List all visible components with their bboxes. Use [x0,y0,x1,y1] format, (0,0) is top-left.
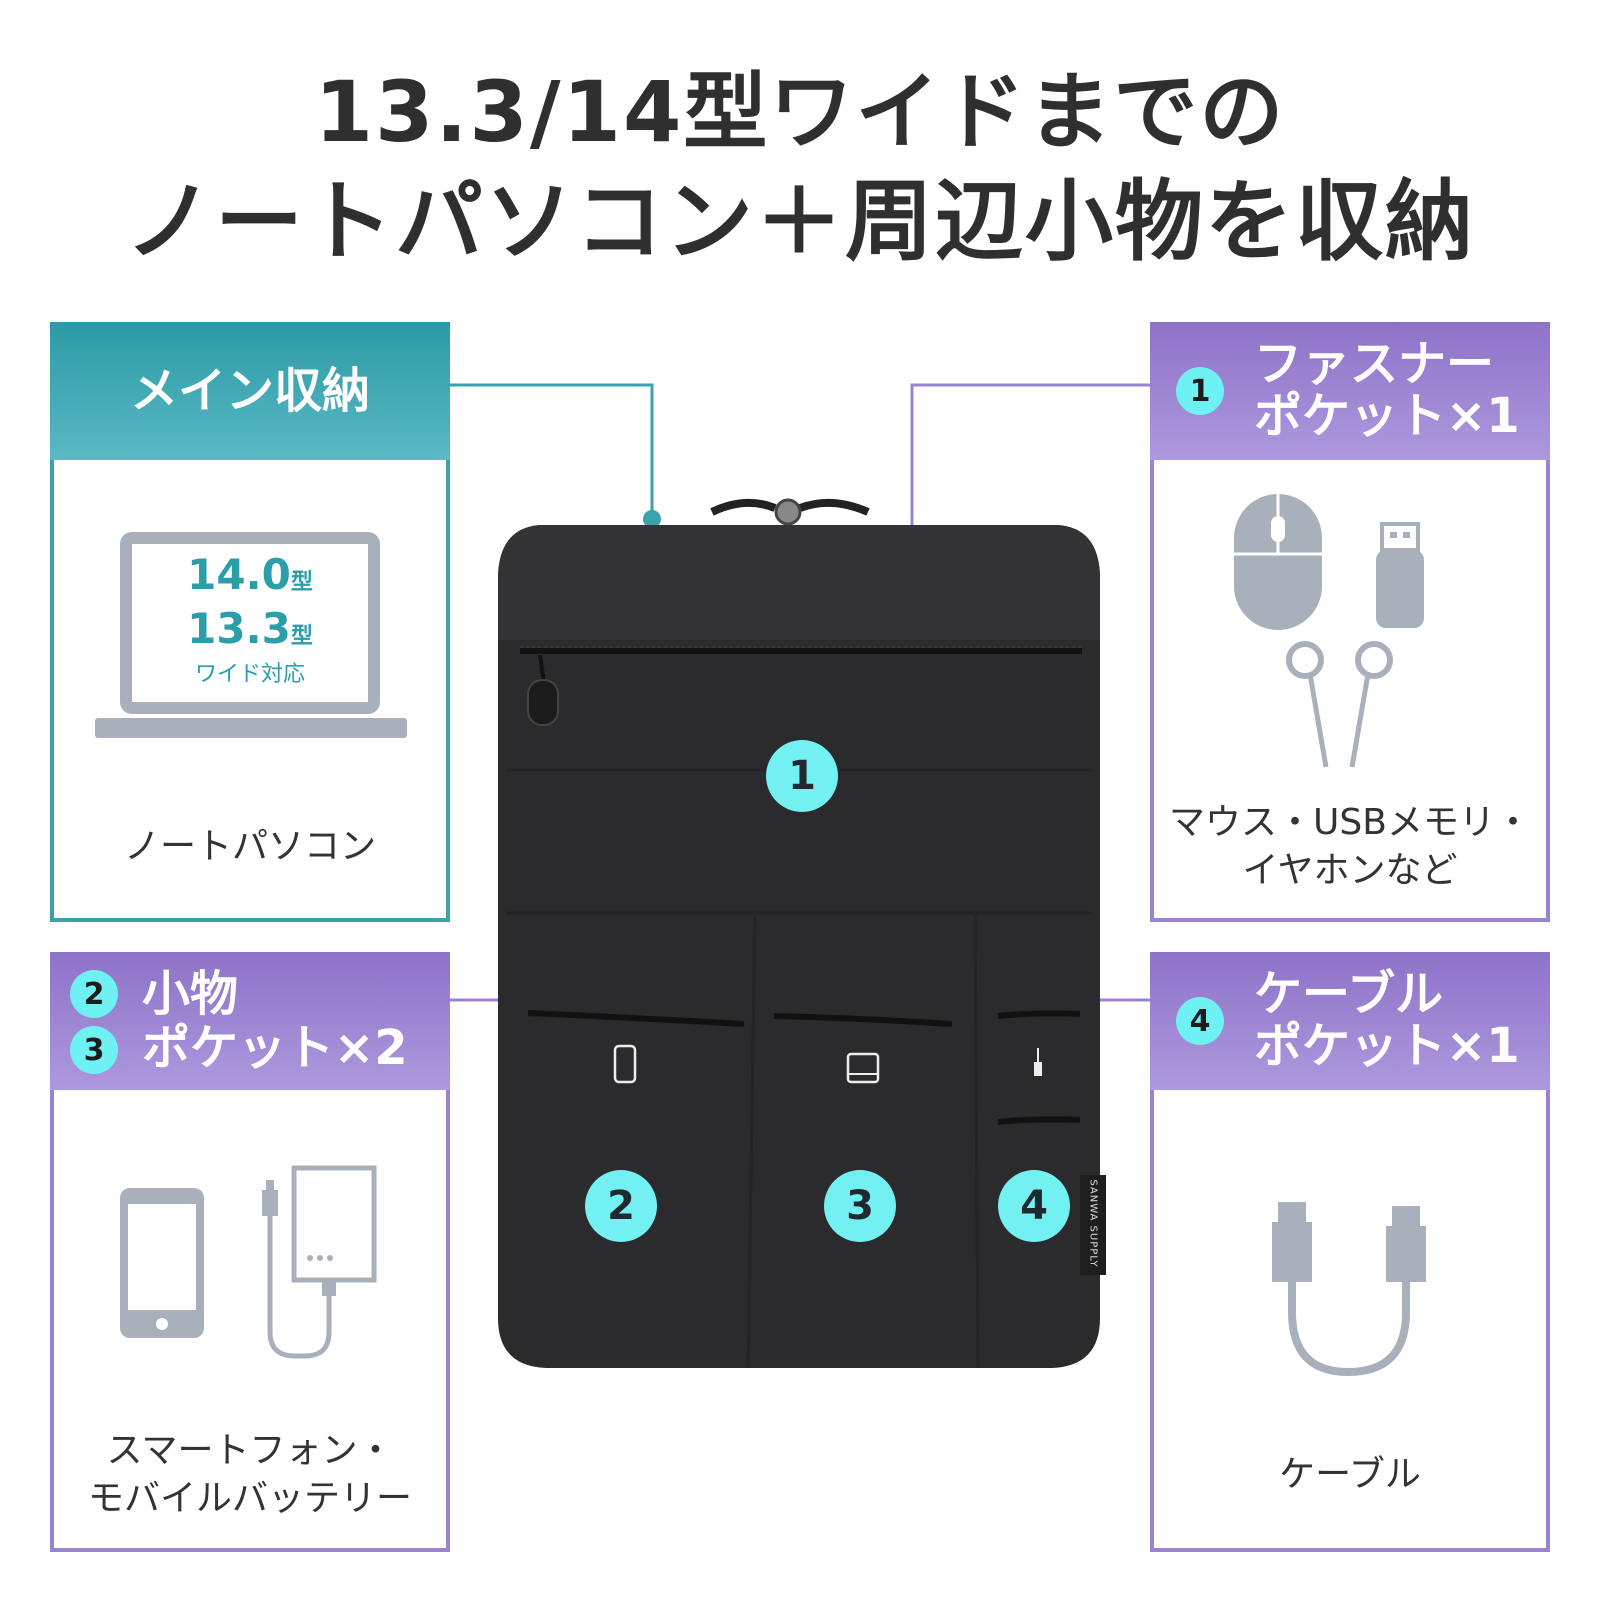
headline-line2: ノートパソコン＋周辺小物を収納 [124,170,1475,273]
accessory-pocket-caption-1: スマートフォン・ [106,1430,394,1471]
accessory-pocket-badge-2: 2 [70,970,118,1018]
accessory-pocket-title-2: ポケット×2 [142,1020,408,1076]
cable-pocket-title-1: ケーブル [1254,966,1444,1022]
zipper-pocket-caption-1: マウス・USBメモリ・ [1169,802,1531,843]
bag-badge-1: 1 [766,740,838,812]
zipper-pocket-caption-2: イヤホンなど [1242,850,1458,891]
zipper-pocket-badge: 1 [1176,367,1224,415]
cable-icon [1272,1202,1426,1377]
accessory-pocket-title-1: 小物 [142,966,239,1022]
bag-badge-3: 3 [824,1170,896,1242]
mouse-usb-earphone-icons [1234,494,1424,768]
screen-wide-label: ワイド対応 [194,662,305,687]
accessory-pocket-caption-2: モバイルバッテリー [87,1478,412,1519]
laptop-icon [95,532,407,738]
smartphone-battery-icons [120,1165,377,1359]
laptop-screen-text: 14.0型 13.3型 ワイド対応 [132,546,368,690]
accessory-pocket-panel: 2 3 小物 ポケット×2 スマートフォン・ モバイルバッテリー [50,952,450,1552]
bag-badge-4: 4 [998,1170,1070,1242]
brand-tag-label: SANWA SUPPLY [1087,1179,1099,1268]
cable-pocket-panel: 4 ケーブル ポケット×1 ケーブル [1150,952,1550,1552]
screen-size-14: 14.0 [187,550,291,599]
zipper-pocket-header: 1 ファスナー ポケット×1 [1150,322,1550,460]
accessory-pocket-badge-3: 3 [70,1026,118,1074]
cable-pocket-badge: 4 [1176,997,1224,1045]
headline-line1: 13.3/14型ワイドまでの [314,63,1286,161]
screen-size-133: 13.3 [187,604,291,653]
screen-unit-14: 型 [290,570,313,595]
main-storage-header: メイン収納 [50,322,450,460]
accessory-pocket-header: 2 3 小物 ポケット×2 [50,952,450,1090]
bag-badge-2: 2 [585,1170,657,1242]
zipper-pocket-title-2: ポケット×1 [1254,388,1520,444]
cable-pocket-header: 4 ケーブル ポケット×1 [1150,952,1550,1090]
screen-unit-133: 型 [290,624,313,649]
main-storage-caption: ノートパソコン [123,826,376,867]
main-storage-title: メイン収納 [130,363,371,419]
zipper-pocket-panel: 1 ファスナー ポケット×1 マウス・USBメモリ・ イヤホンなど [1150,322,1550,922]
main-storage-panel: メイン収納 14.0型 13.3型 ワイド対応 ノートパソコン [50,322,450,922]
cable-pocket-title-2: ポケット×1 [1254,1018,1520,1074]
zipper-pocket-title-1: ファスナー [1254,336,1495,392]
cable-pocket-caption: ケーブル [1279,1454,1421,1495]
